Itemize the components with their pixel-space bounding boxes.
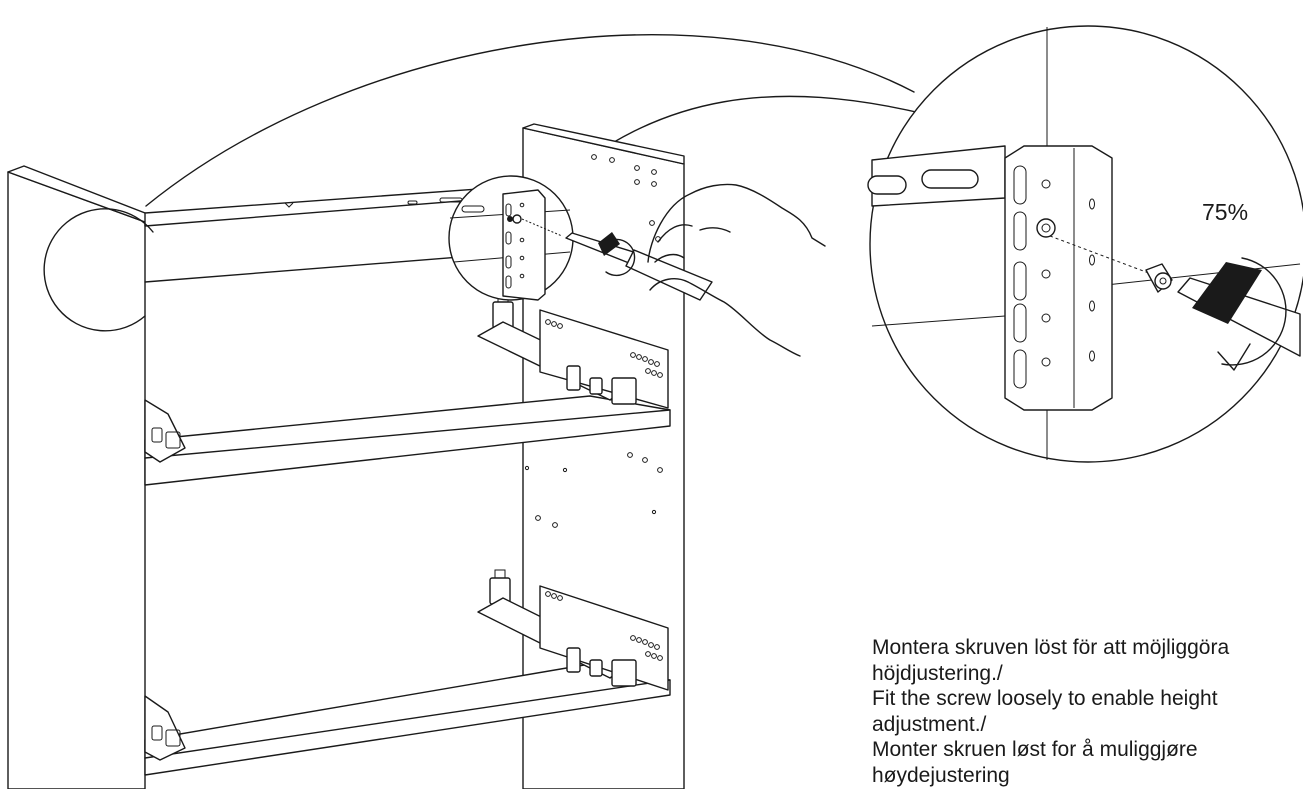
instruction-line-no-2: høydejustering [872,763,1010,787]
zoom-percent-label: 75% [1202,199,1249,225]
left-side-panel [7,165,159,789]
detail-circle-large [867,25,1303,463]
callout-arc-outer [145,34,915,207]
instruction-line-sv-1: Montera skruven löst för att möjliggöra [872,636,1230,659]
instruction-line-en-1: Fit the screw loosely to enable height [872,687,1218,710]
detail-circle-small [448,175,574,301]
lower-drawer-runner [477,569,669,691]
upper-drawer-runner [477,293,669,409]
left-runner-fitting-upper [144,399,186,463]
clockwise-rotation-arrow-icon [1217,343,1251,371]
instruction-line-sv-2: höjdjustering./ [872,661,1003,685]
instruction-line-no-1: Monter skruen løst for å muliggjøre [872,738,1198,761]
bottom-shelf [144,663,671,776]
hand-icon [647,183,826,357]
screwdriver-zoom-icon [1177,257,1301,366]
left-runner-fitting-lower [144,695,186,761]
instruction-line-en-2: adjustment./ [872,712,987,736]
middle-shelf [144,395,671,486]
detail-circle-left [43,208,154,332]
instruction-text: Montera skruven löst för att möjliggöra … [872,635,1303,788]
screwdriver-icon [565,232,713,301]
